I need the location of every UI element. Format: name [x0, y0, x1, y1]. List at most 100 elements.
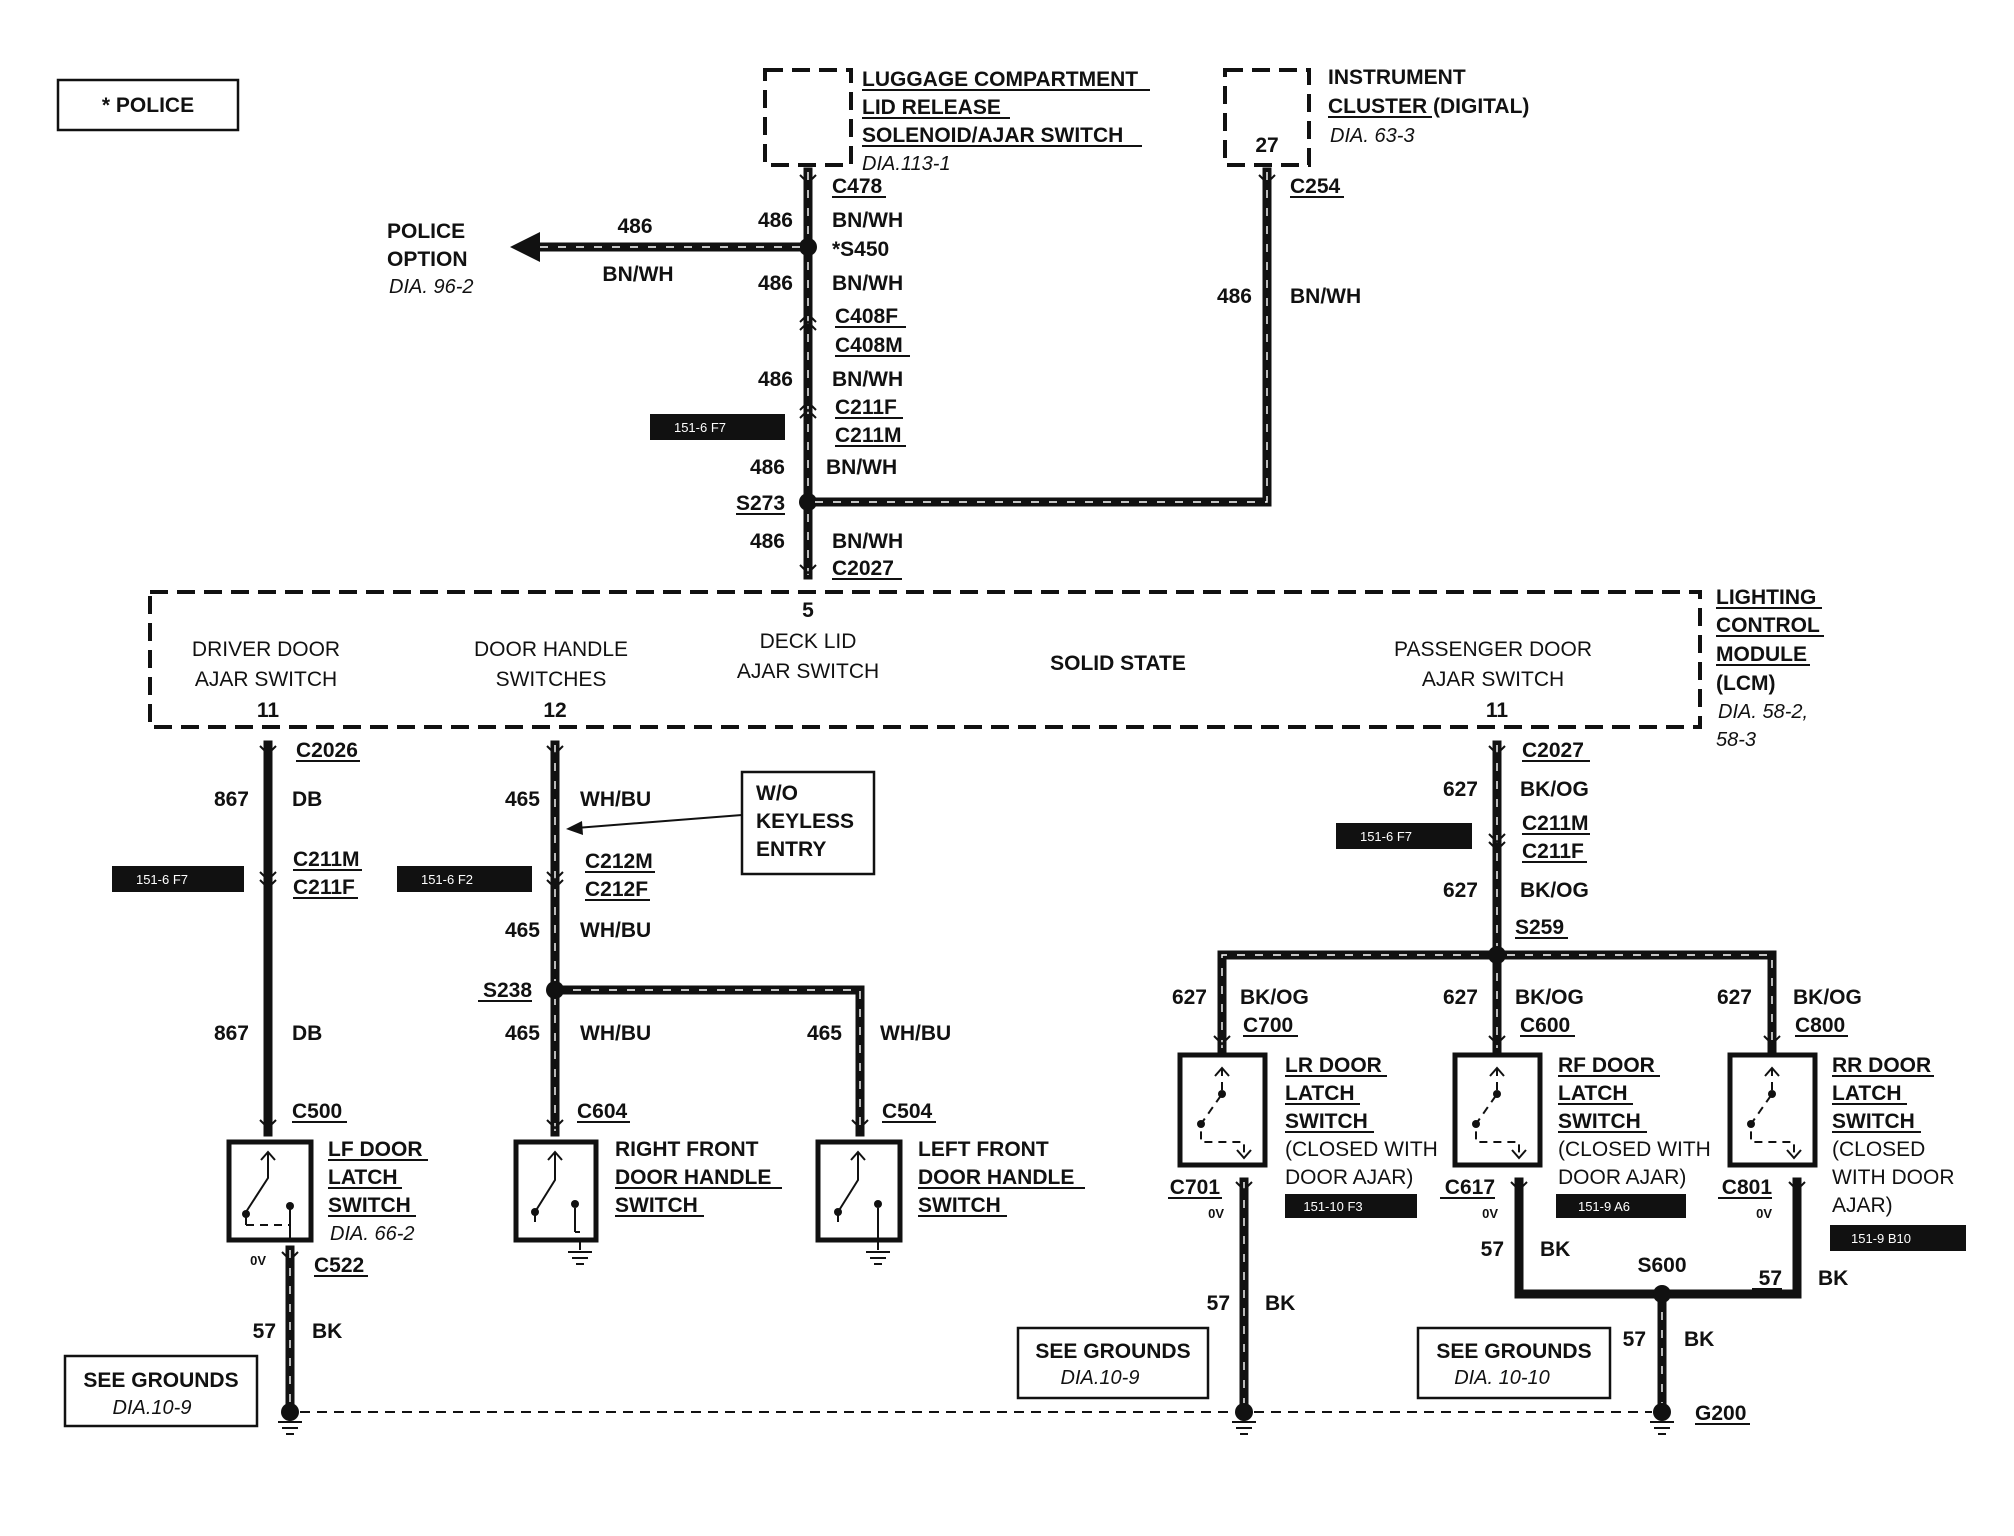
conn-c211m-top: C211M [835, 424, 902, 447]
conn-c617: C617 [1445, 1176, 1495, 1199]
rf-latch-5: DOOR AJAR) [1558, 1166, 1686, 1189]
lcm-driver-pin: 11 [257, 699, 280, 722]
lf-handle-1: LEFT FRONT [918, 1138, 1049, 1161]
rr-latch-4: (CLOSED [1832, 1138, 1925, 1161]
splice-s238: S238 [483, 979, 532, 1002]
conn-c504: C504 [882, 1100, 933, 1123]
wire-57-lf [281, 1245, 299, 1417]
police-legend: * POLICE [56, 78, 240, 132]
rf-latch-4: (CLOSED WITH [1558, 1138, 1711, 1161]
wire-color-57-lf: BK [312, 1320, 342, 1343]
splice-s450: *S450 [832, 238, 889, 261]
wire-label-465-a: 465 [505, 788, 540, 811]
lcm-name-3: MODULE [1716, 643, 1807, 666]
see-grounds-1-title: SEE GROUNDS [83, 1369, 238, 1392]
police-option-2: OPTION [387, 248, 468, 271]
wire-57-rf-rr [1510, 1177, 1806, 1435]
lf-latch-1: LF DOOR [328, 1138, 423, 1161]
wo-keyless-1: W/O [756, 782, 798, 805]
wire-color-465-a: WH/BU [580, 788, 651, 811]
rr-latch-1: RR DOOR [1832, 1054, 1931, 1077]
wire-label-486-e: 486 [750, 530, 785, 553]
conn-c600: C600 [1520, 1014, 1570, 1037]
lr-latch-switch [1177, 1052, 1268, 1168]
wire-color-627-rf: BK/OG [1515, 986, 1584, 1009]
wire-label-627-a: 627 [1443, 778, 1478, 801]
zero-volts-rf: 0V [1482, 1206, 1498, 1221]
wire-label-465-d: 465 [807, 1022, 842, 1045]
lcm-name-1: LIGHTING [1716, 586, 1816, 609]
wire-label-486-police: 486 [617, 215, 652, 238]
wire-label-486-c: 486 [758, 368, 793, 391]
lcm-handle-1: DOOR HANDLE [474, 638, 628, 661]
lr-latch-2: LATCH [1285, 1082, 1355, 1105]
police-legend-text: * POLICE [102, 94, 194, 117]
conn-c2026: C2026 [296, 739, 358, 762]
wire-label-57-lf: 57 [253, 1320, 276, 1343]
lcm-driver-2: AJAR SWITCH [195, 668, 337, 691]
conn-c2027-right: C2027 [1522, 739, 1584, 762]
wire-label-57-rr: 57 [1759, 1267, 1782, 1290]
wire-color-57-rr: BK [1818, 1267, 1848, 1290]
rf-handle-1: RIGHT FRONT [615, 1138, 759, 1161]
wire-color-57-rf: BK [1540, 1238, 1570, 1261]
lr-latch-3: SWITCH [1285, 1110, 1368, 1133]
lcm-passenger-pin: 11 [1486, 699, 1509, 722]
wire-label-867-a: 867 [214, 788, 249, 811]
wire-color-465-b: WH/BU [580, 919, 651, 942]
rr-latch-switch [1727, 1052, 1818, 1168]
conn-c254: C254 [1290, 175, 1341, 198]
lcm-passenger-1: PASSENGER DOOR [1394, 638, 1592, 661]
lcm-handle-2: SWITCHES [496, 668, 607, 691]
wire-label-465-b: 465 [505, 919, 540, 942]
cluster-pin: 27 [1255, 134, 1278, 157]
wire-color-57-lr: BK [1265, 1292, 1295, 1315]
lcm-passenger-2: AJAR SWITCH [1422, 668, 1564, 691]
conn-c211f-top: C211F [835, 396, 897, 419]
wire-label-486-d: 486 [750, 456, 785, 479]
ref-tag-r6: 151-9 A6 [1556, 1194, 1686, 1218]
wire-867 [259, 740, 277, 1137]
conn-c800: C800 [1795, 1014, 1845, 1037]
wire-color-d: BN/WH [826, 456, 897, 479]
conn-c212m: C212M [585, 850, 653, 873]
ref-tag-r2: 151-6 F7 [112, 866, 244, 892]
wo-keyless-callout: W/O KEYLESS ENTRY [566, 770, 876, 876]
wire-color-465-d: WH/BU [880, 1022, 951, 1045]
wire-627 [1213, 740, 1781, 1053]
ref-tag-r1: 151-6 F7 [650, 414, 785, 440]
luggage-compartment-component: LUGGAGE COMPARTMENT LID RELEASE SOLENOID… [763, 68, 1150, 175]
conn-c408m: C408M [835, 334, 903, 357]
ref-tag-r7-text: 151-9 B10 [1851, 1231, 1911, 1246]
lcm-deck-2: AJAR SWITCH [737, 660, 879, 683]
zero-volts-lr: 0V [1208, 1206, 1224, 1221]
rf-latch-2: LATCH [1558, 1082, 1628, 1105]
wire-label-627-rr: 627 [1717, 986, 1752, 1009]
see-grounds-3: SEE GROUNDS DIA. 10-10 [1416, 1326, 1612, 1400]
lcm-driver-1: DRIVER DOOR [192, 638, 340, 661]
see-grounds-3-dia: DIA. 10-10 [1454, 1367, 1550, 1389]
ref-tag-r5-text: 151-10 F3 [1303, 1199, 1362, 1214]
lf-handle-3: SWITCH [918, 1194, 1001, 1217]
lcm-deck-1: DECK LID [760, 630, 857, 653]
wire-color-627-lr: BK/OG [1240, 986, 1309, 1009]
luggage-line-1: LUGGAGE COMPARTMENT [862, 68, 1138, 91]
lr-latch-5: DOOR AJAR) [1285, 1166, 1413, 1189]
conn-c522: C522 [314, 1254, 364, 1277]
wire-label-486-b: 486 [758, 272, 793, 295]
lcm-dia-1: DIA. 58-2, [1718, 701, 1808, 723]
conn-c211m-right: C211M [1522, 812, 1589, 835]
see-grounds-1-dia: DIA.10-9 [113, 1397, 192, 1419]
wire-color-a: BN/WH [832, 209, 903, 232]
wire-color-57-g200: BK [1684, 1328, 1714, 1351]
ref-tag-r3: 151-6 F2 [397, 866, 532, 892]
luggage-line-2: LID RELEASE [862, 96, 1001, 119]
ref-tag-r5: 151-10 F3 [1285, 1194, 1417, 1218]
rf-handle-2: DOOR HANDLE [615, 1166, 771, 1189]
splice-s600: S600 [1637, 1254, 1686, 1277]
wire-color-e: BN/WH [832, 530, 903, 553]
police-option-dia: DIA. 96-2 [389, 276, 473, 298]
wire-color-867-a: DB [292, 788, 322, 811]
see-grounds-2: SEE GROUNDS DIA.10-9 [1016, 1326, 1210, 1400]
